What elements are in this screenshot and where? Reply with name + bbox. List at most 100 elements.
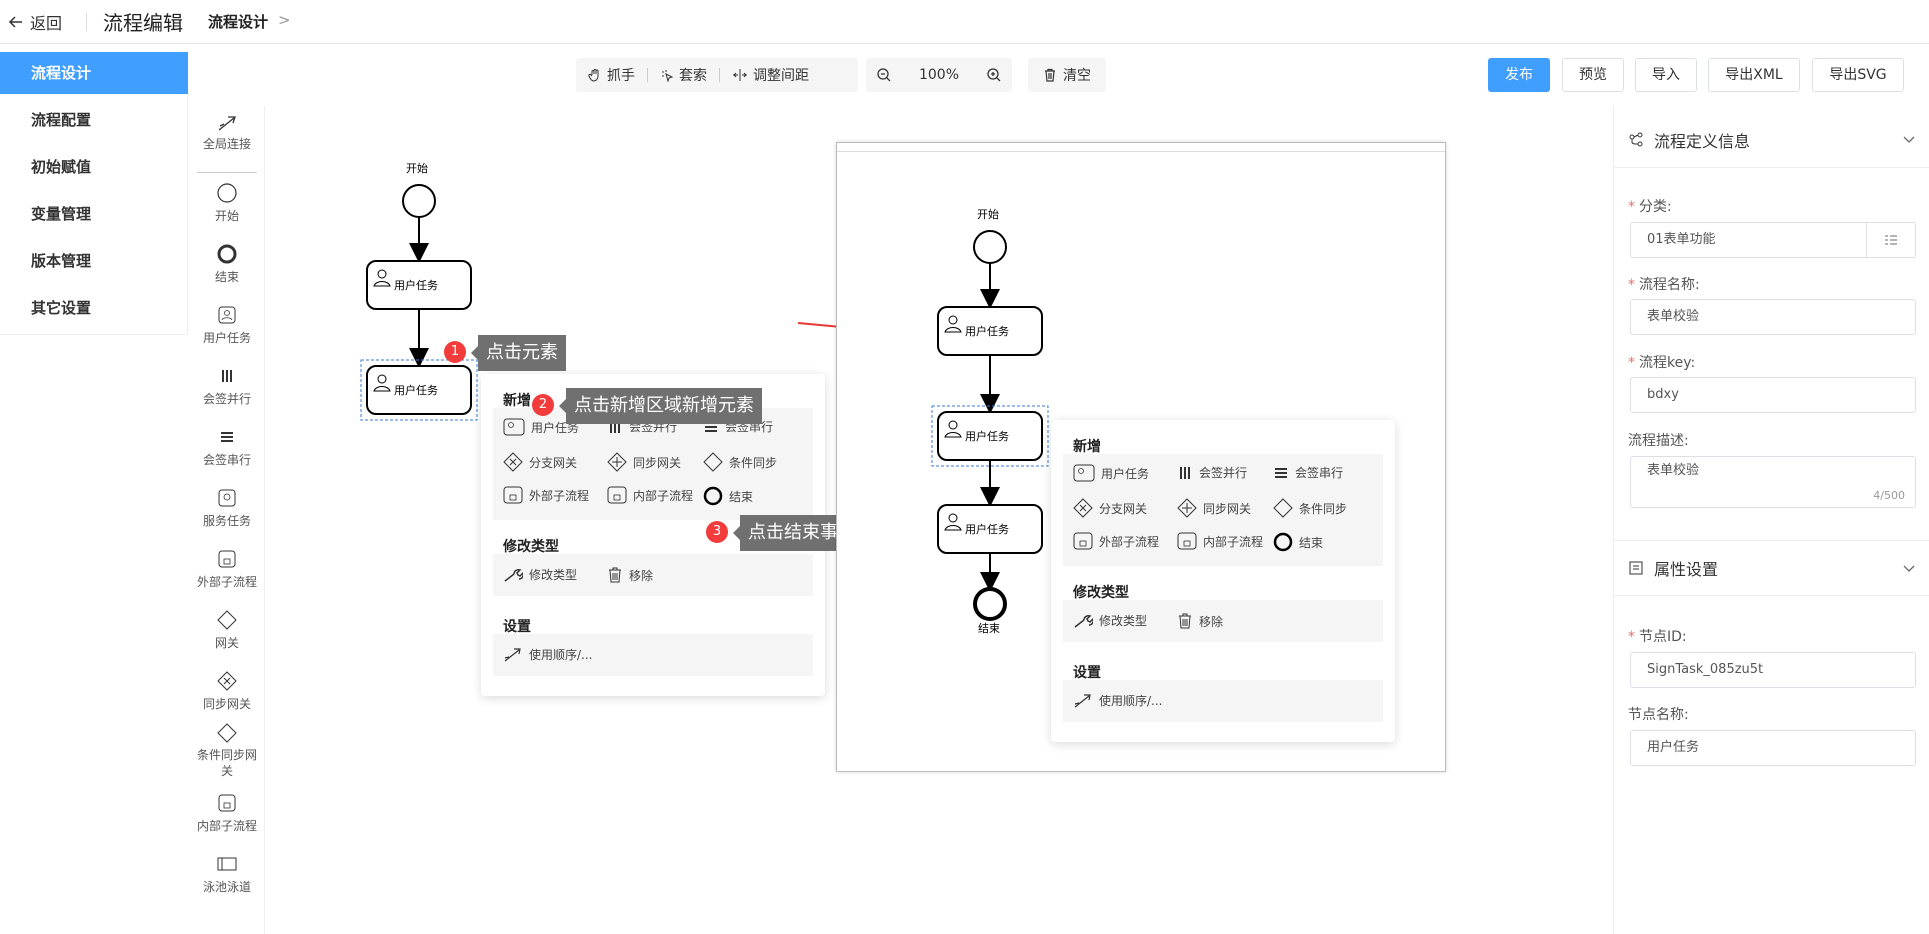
properties-panel: 流程定义信息 *分类: 01表单功能 *流程名称: 表单校验 *流程key: b… [1613,106,1929,934]
pad-item-label: 移除 [629,568,654,583]
tip-click-add-area: 点击新增区域新增元素 [559,388,762,424]
trash-icon [1179,613,1191,629]
pad-item-label: 分支网关 [1099,501,1148,516]
export-xml-button[interactable]: 导出XML [1708,58,1800,92]
pad-setting-order[interactable]: 使用顺序/... [1073,692,1163,709]
section-attributes-header[interactable]: 属性设置 [1614,540,1929,596]
node-id-field[interactable]: SignTask_085zu5t [1630,652,1916,688]
pad-add-title: 新增 [503,393,531,409]
zoom-in-icon[interactable] [986,67,1002,83]
category-field[interactable]: 01表单功能 [1630,222,1916,258]
pad-add-user-task[interactable]: 用户任务 [1073,464,1149,482]
palette-label: 用户任务 [202,331,251,345]
pad-add-internal-subprocess[interactable]: 内部子流程 [1177,532,1263,550]
palette-external-subprocess[interactable]: 外部子流程 [189,548,265,590]
trash-icon [1045,68,1055,82]
divider [837,151,1445,152]
start-event[interactable] [973,230,1007,264]
palette-service-task[interactable]: 服务任务 [189,487,265,529]
palette-user-task[interactable]: 用户任务 [189,304,265,346]
diagram-canvas[interactable]: 开始 用户任务 用户任务 新增 用户任务 会签并行 会签串行 分支网关 同步网关… [266,106,1612,934]
node-name-field[interactable]: 用户任务 [1630,730,1916,766]
palette-label: 结束 [214,270,239,284]
pad-remove[interactable]: 移除 [607,566,653,584]
pad-add-conditional-gateway[interactable]: 条件同步 [1273,498,1347,518]
pad-add-exclusive-gateway[interactable]: 分支网关 [1073,498,1147,518]
menu-item-other-settings[interactable]: 其它设置 [31,299,92,317]
pad-modify-type[interactable]: 修改类型 [1073,612,1147,629]
external-subprocess-icon [218,550,236,568]
clear-button[interactable]: 清空 [1028,58,1106,92]
menu-item-process-design[interactable]: 流程设计 [0,52,188,94]
divider [719,68,720,82]
process-name-field[interactable]: 表单校验 [1630,299,1916,335]
process-key-field[interactable]: bdxy [1630,377,1916,413]
pad-remove[interactable]: 移除 [1177,612,1223,630]
user-icon [373,374,391,392]
menu-item-versions[interactable]: 版本管理 [31,252,92,270]
pad-add-exclusive-gateway[interactable]: 分支网关 [503,452,577,472]
node-id-label: *节点ID: [1628,629,1687,645]
task-label: 用户任务 [965,325,1009,338]
start-event[interactable] [402,184,436,218]
menu-item-variables[interactable]: 变量管理 [31,205,92,223]
chevron-down-icon [1903,136,1915,143]
pad-add-external-subprocess[interactable]: 外部子流程 [1073,532,1159,550]
palette-label: 服务任务 [202,514,251,528]
user-task-selected[interactable] [366,365,472,415]
category-select-button[interactable] [1866,223,1915,257]
palette-global-connect[interactable]: 全局连接 [189,114,265,152]
process-desc-textarea[interactable]: 表单校验 4/500 [1630,456,1916,508]
palette-pool-lane[interactable]: 泳池泳道 [189,853,265,895]
hand-tool-button[interactable]: 抓手 [576,58,647,92]
palette-internal-subprocess[interactable]: 内部子流程 [189,792,265,834]
space-tool-button[interactable]: 调整间距 [720,58,821,92]
pad-setting-order[interactable]: 使用顺序/... [503,646,593,663]
pad-add-external-subprocess[interactable]: 外部子流程 [503,486,589,504]
menu-item-process-config[interactable]: 流程配置 [31,111,92,129]
pad-add-end-event[interactable]: 结束 [1273,532,1323,552]
context-pad-result: 新增 用户任务 会签并行 会签串行 分支网关 同步网关 条件同步 外部子流程 内… [1051,420,1395,742]
menu-item-initial-values[interactable]: 初始赋值 [31,158,92,176]
step-badge-1: 1 [444,341,466,363]
external-subprocess-icon [1073,532,1093,550]
pad-add-end-event[interactable]: 结束 [703,486,753,506]
pad-add-user-task[interactable]: 用户任务 [503,418,579,436]
pad-add-conditional-gateway[interactable]: 条件同步 [703,452,777,472]
lasso-tool-label: 套索 [679,68,707,84]
import-button[interactable]: 导入 [1635,58,1697,92]
palette-sequential-multi[interactable]: 会签串行 [189,426,265,468]
pad-settings-box [1063,680,1383,722]
back-button[interactable]: 返回 [8,10,88,34]
pad-modify-box [1063,600,1383,642]
palette-gateway[interactable]: 网关 [189,609,265,651]
pad-modify-type[interactable]: 修改类型 [503,566,577,583]
palette-end-event[interactable]: 结束 [189,243,265,285]
end-event-icon [703,486,723,506]
pad-add-parallel-gateway[interactable]: 同步网关 [607,452,681,472]
section-process-info-header[interactable]: 流程定义信息 [1614,112,1929,168]
selection-box [360,359,478,421]
category-value: 01表单功能 [1647,232,1716,247]
export-svg-button[interactable]: 导出SVG [1812,58,1904,92]
breadcrumb-current[interactable]: 流程设计 [208,13,269,31]
publish-button[interactable]: 发布 [1488,58,1550,92]
palette-parallel-multi[interactable]: 会签并行 [189,365,265,407]
zoom-out-icon[interactable] [876,67,892,83]
lasso-tool-button[interactable]: 套索 [648,58,719,92]
pad-add-internal-subprocess[interactable]: 内部子流程 [607,486,693,504]
clear-label: 清空 [1063,68,1091,84]
pad-add-parallel-gateway[interactable]: 同步网关 [1177,498,1251,518]
preview-button[interactable]: 预览 [1562,58,1624,92]
palette-conditional-gateway[interactable]: 条件同步网关 [189,722,265,779]
service-task-icon [218,489,236,507]
user-icon [944,420,962,438]
back-label: 返回 [30,14,63,33]
pad-add-parallel-multi[interactable]: 会签并行 [1177,464,1247,481]
pad-add-sequential-multi[interactable]: 会签串行 [1273,464,1343,481]
pad-settings-box [493,634,813,676]
end-event[interactable] [973,587,1007,621]
palette-start-event[interactable]: 开始 [189,182,265,224]
palette-parallel-gateway[interactable]: 同步网关 [189,670,265,712]
pad-item-label: 外部子流程 [529,488,590,503]
